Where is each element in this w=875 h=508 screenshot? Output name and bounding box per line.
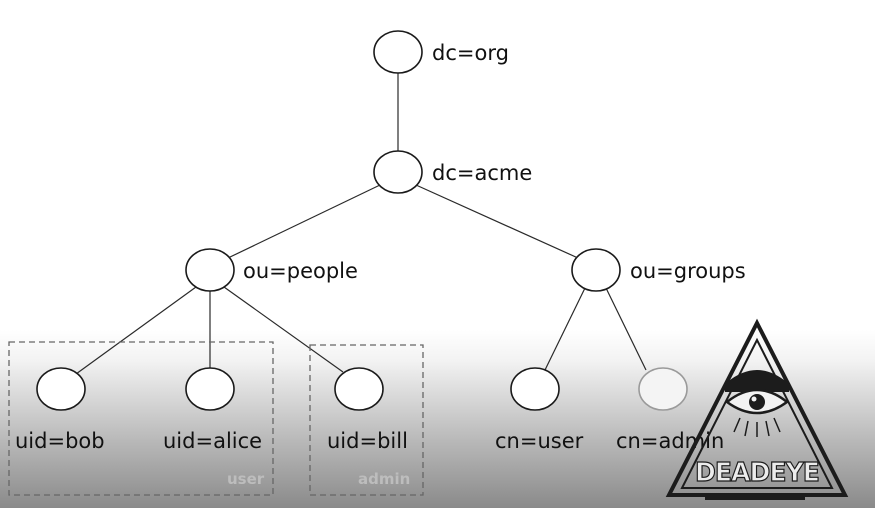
node-cn-user [510, 367, 560, 411]
group-box-user [8, 341, 274, 496]
node-uid-alice [185, 367, 235, 411]
label-uid-bill: uid=bill [327, 429, 408, 453]
node-ou-groups [571, 248, 621, 292]
label-cn-user: cn=user [495, 429, 584, 453]
logo-triangle-inner [680, 337, 834, 489]
label-uid-alice: uid=alice [163, 429, 262, 453]
label-ou-people: ou=people [243, 259, 358, 283]
logo-wordmark: DEADEYE [695, 458, 819, 488]
edge-people-bill [223, 286, 344, 373]
edge-people-bob [75, 286, 197, 375]
label-cn-admin: cn=admin [616, 429, 724, 453]
logo-bar [705, 496, 805, 500]
edge-groups-cnadmin [605, 287, 647, 371]
node-uid-bob [36, 367, 86, 411]
group-label-user: user [227, 470, 265, 488]
node-uid-bill [334, 367, 384, 411]
deadeye-logo: DEADEYE [665, 318, 849, 500]
label-ou-groups: ou=groups [630, 259, 746, 283]
edge-acme-groups [415, 184, 579, 259]
edge-groups-cnuser [544, 287, 586, 371]
label-dc-org: dc=org [432, 41, 509, 65]
eye-icon [724, 370, 790, 437]
label-uid-bob: uid=bob [15, 429, 105, 453]
group-box-admin [309, 344, 424, 496]
node-dc-acme [373, 150, 423, 194]
node-ou-people [185, 248, 235, 292]
group-label-admin: admin [358, 470, 410, 488]
node-dc-org [373, 30, 423, 74]
node-cn-admin [638, 367, 688, 411]
edge-acme-people [227, 184, 381, 259]
logo-triangle-outer [665, 318, 849, 497]
label-dc-acme: dc=acme [432, 161, 532, 185]
